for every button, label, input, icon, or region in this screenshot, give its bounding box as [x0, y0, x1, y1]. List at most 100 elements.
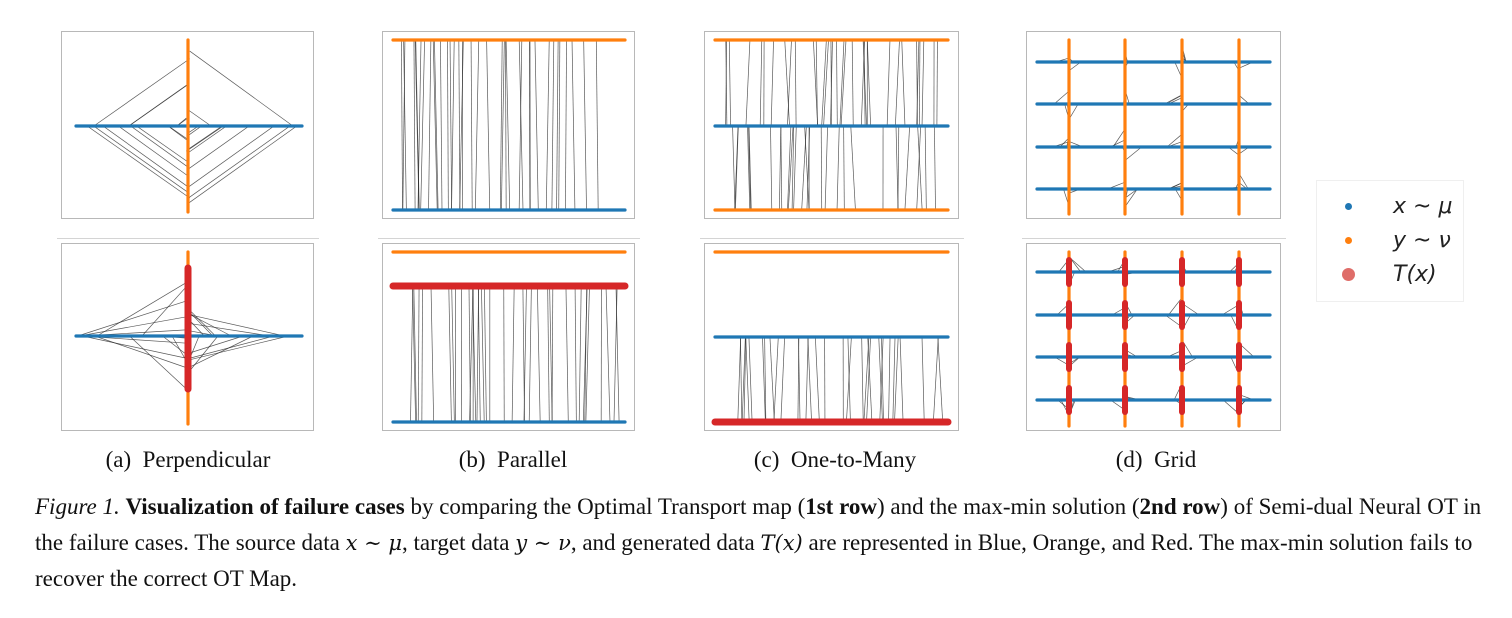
transport-link — [558, 39, 561, 211]
transport-link — [499, 39, 503, 211]
transport-link — [518, 39, 524, 211]
transport-link — [168, 125, 189, 141]
legend: x ~ μ y ~ ν T(x) — [1316, 180, 1464, 302]
transport-link — [824, 125, 828, 211]
transport-link — [894, 336, 899, 423]
transport-link — [448, 285, 452, 423]
transport-link — [186, 313, 285, 337]
transport-link — [807, 336, 812, 423]
transport-link — [937, 336, 944, 423]
transport-link — [1124, 188, 1138, 208]
transport-link — [187, 125, 250, 170]
transport-link — [481, 285, 485, 423]
transport-link — [924, 125, 927, 211]
transport-link — [447, 39, 449, 211]
transport-link — [895, 39, 900, 127]
transport-link — [904, 125, 910, 211]
transport-link — [93, 125, 190, 194]
transport-link — [843, 125, 845, 211]
transport-link — [936, 39, 938, 127]
transport-link — [866, 336, 871, 423]
transport-link — [794, 39, 797, 127]
transport-link — [839, 39, 845, 127]
legend-label: T(x) — [1393, 262, 1437, 287]
transport-link — [813, 39, 818, 127]
legend-item-source: x ~ μ — [1317, 193, 1465, 223]
transport-link — [440, 39, 443, 211]
transport-link — [549, 285, 553, 423]
panel-grid-ot — [1026, 31, 1281, 219]
panel-grid-maxmin — [1026, 243, 1281, 431]
transport-link — [921, 39, 925, 127]
transport-link — [130, 125, 188, 168]
transport-link — [861, 336, 864, 423]
legend-label: x ~ μ — [1393, 194, 1453, 219]
transport-link — [136, 125, 190, 164]
transport-link — [748, 125, 751, 211]
transport-link — [79, 316, 187, 337]
transport-link — [747, 125, 751, 211]
transport-link — [413, 39, 416, 211]
transport-link — [881, 336, 884, 423]
caption-title: Visualization of failure cases — [125, 494, 405, 519]
row-separator — [378, 238, 640, 239]
transport-link — [1168, 297, 1183, 316]
transport-link — [740, 336, 743, 423]
transport-link — [187, 125, 291, 200]
transport-link — [434, 39, 439, 211]
transport-link — [787, 125, 792, 211]
transport-link — [793, 125, 797, 211]
transport-link — [565, 39, 567, 211]
transport-link — [551, 285, 554, 423]
transport-link — [574, 285, 577, 423]
transport-link — [412, 285, 416, 423]
transport-link — [773, 336, 779, 423]
transport-link — [732, 125, 736, 211]
transport-link — [432, 39, 438, 211]
transport-link — [917, 125, 923, 211]
transport-link — [187, 322, 271, 337]
transport-link — [934, 125, 936, 211]
transport-link — [899, 336, 904, 423]
figure-number: Figure 1. — [35, 494, 120, 519]
transport-link — [511, 285, 515, 423]
transport-link — [118, 125, 188, 177]
transport-link — [565, 285, 569, 423]
transport-link — [921, 336, 925, 423]
transport-link — [916, 39, 920, 127]
transport-link — [486, 39, 491, 211]
transport-link — [484, 285, 487, 423]
transport-link — [102, 125, 188, 187]
transport-link — [474, 39, 480, 211]
transport-link — [878, 336, 883, 423]
transport-link — [420, 39, 425, 211]
transport-link — [187, 125, 202, 136]
transport-link — [585, 285, 590, 423]
transport-link — [556, 39, 559, 211]
subfigure-label-parallel: (b) Parallel — [458, 447, 568, 472]
transport-link — [189, 314, 232, 337]
transport-link — [850, 125, 856, 211]
transport-link — [522, 285, 525, 423]
transport-link — [933, 336, 939, 423]
panel-perpendicular-maxmin — [61, 243, 314, 431]
transport-link — [545, 39, 550, 211]
figure-caption: Figure 1. Visualization of failure cases… — [35, 494, 1482, 591]
transport-link — [916, 125, 921, 211]
transport-link — [186, 125, 223, 151]
transport-link — [128, 83, 190, 127]
transport-link — [468, 285, 471, 423]
transport-link — [823, 39, 829, 127]
transport-link — [745, 39, 751, 127]
transport-link — [815, 336, 820, 423]
subfigure-label-one-to-many: (c) One-to-Many — [753, 447, 917, 472]
transport-link — [505, 39, 507, 211]
transport-link — [536, 285, 541, 423]
transport-link — [787, 125, 794, 211]
subfigure-label-grid: (d) Grid — [1115, 447, 1197, 472]
row-separator — [700, 238, 964, 239]
transport-link — [1166, 133, 1183, 148]
transport-link — [584, 285, 588, 423]
transport-link — [94, 335, 190, 370]
transport-link — [451, 285, 455, 423]
